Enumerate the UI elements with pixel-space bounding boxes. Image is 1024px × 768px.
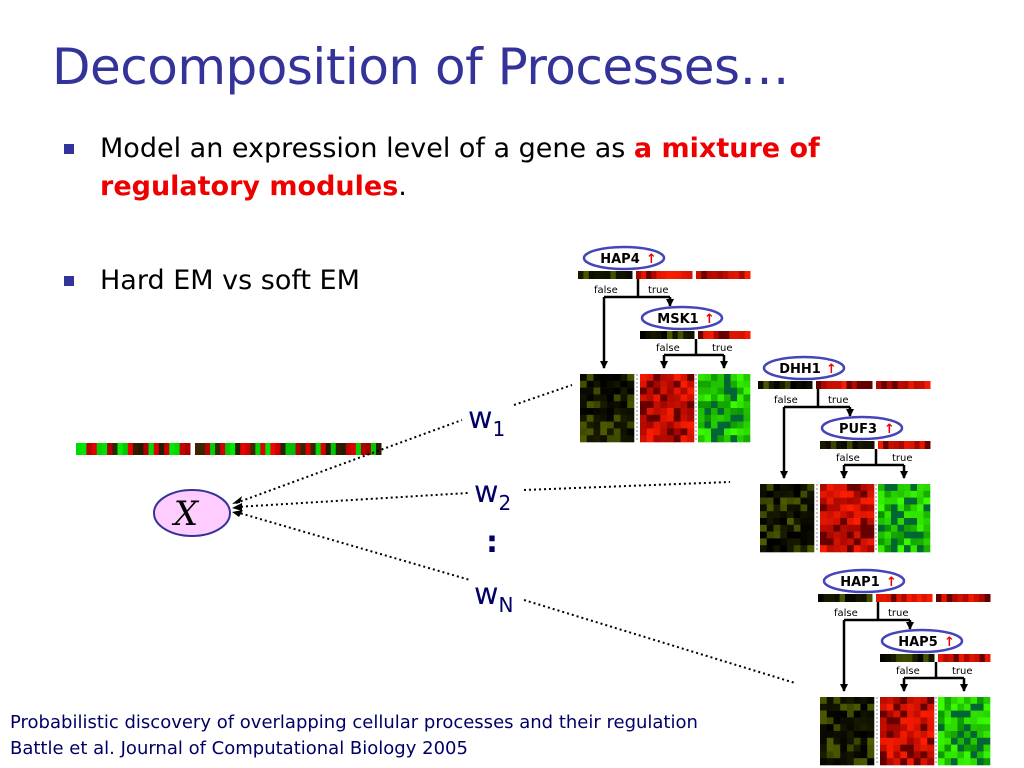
root-condition: HAP4 ↑: [582, 245, 666, 271]
up-arrow-icon: ↑: [884, 422, 895, 437]
gene-strip-left: [76, 443, 191, 455]
root-true-strip: [816, 381, 873, 389]
bullet-square-icon: [64, 276, 74, 286]
child-condition: HAP5 ↑: [880, 628, 964, 654]
root-false-label: false: [594, 285, 618, 296]
svg-text:HAP5: HAP5: [898, 635, 938, 650]
heatmap-child-false: [820, 484, 875, 553]
root-true-strip-2: [876, 381, 931, 389]
child-true-label: true: [892, 453, 913, 464]
root-true-strip: [876, 594, 933, 602]
child-true-strip: [878, 441, 931, 449]
x-node: X: [153, 489, 231, 537]
child-false-strip: [640, 331, 695, 339]
child-true-strip: [698, 331, 751, 339]
up-arrow-icon: ↑: [646, 252, 657, 267]
gene-expression-strip: [76, 443, 382, 455]
svg-text:HAP4: HAP4: [600, 252, 640, 267]
weight2-label: w2: [474, 475, 511, 515]
citation: Probabilistic discovery of overlapping c…: [10, 710, 698, 762]
root-true-label: true: [888, 608, 909, 619]
root-true-strip-2: [936, 594, 991, 602]
child-false-label: false: [896, 666, 920, 677]
root-false-strip: [758, 381, 813, 389]
root-false-label: false: [774, 395, 798, 406]
root-true-label: true: [828, 395, 849, 406]
svg-text:PUF3: PUF3: [839, 422, 877, 437]
weight1-label: w1: [468, 401, 505, 441]
heatmap-child-false: [880, 697, 935, 766]
bullet-item-em: Hard EM vs soft EM: [62, 262, 962, 300]
up-arrow-icon: ↑: [826, 362, 837, 377]
svg-text:HAP1: HAP1: [840, 575, 880, 590]
mixture-lines: [235, 384, 796, 684]
root-condition: HAP1 ↑: [822, 568, 906, 594]
weightN-line: [235, 511, 471, 581]
heatmap-child-true: [878, 484, 931, 553]
heatmap-child-true: [698, 374, 751, 443]
heatmap-false: [580, 374, 635, 443]
child-false-strip: [880, 654, 935, 662]
bullet-list: Model an expression level of a gene as a…: [62, 130, 962, 300]
child-false-label: false: [836, 453, 860, 464]
root-true-strip: [636, 271, 693, 279]
child-true-strip: [938, 654, 991, 662]
root-false-strip: [818, 594, 873, 602]
svg-text:DHH1: DHH1: [779, 362, 821, 377]
mixture-arrowheads: [232, 496, 243, 517]
weightN-label: wN: [474, 577, 514, 617]
heatmap-false: [820, 697, 875, 766]
heatmap-child-false: [640, 374, 695, 443]
heatmap-child-true: [938, 697, 991, 766]
x-node-label: X: [171, 494, 200, 534]
child-false-strip: [820, 441, 875, 449]
heatmap-false: [760, 484, 815, 553]
child-true-label: true: [952, 666, 973, 677]
slide-title: Decomposition of Processes…: [52, 38, 790, 96]
root-false-strip: [578, 271, 633, 279]
up-arrow-icon: ↑: [886, 575, 897, 590]
svg-text:MSK1: MSK1: [657, 312, 698, 327]
weight1-line: [235, 419, 463, 504]
module2-line: [523, 481, 731, 491]
bullet-square-icon: [64, 144, 74, 154]
bullet1-text: Model an expression level of a gene as: [100, 133, 634, 164]
root-condition: DHH1 ↑: [762, 355, 846, 381]
citation-line-2: Battle et al. Journal of Computational B…: [10, 738, 468, 759]
child-false-label: false: [656, 343, 680, 354]
bullet1-highlight: a mixture of regulatory modules: [100, 133, 820, 202]
root-true-label: true: [648, 285, 669, 296]
up-arrow-icon: ↑: [944, 635, 955, 650]
module1-line: [513, 384, 573, 406]
module3-line: [523, 599, 796, 684]
citation-line-1: Probabilistic discovery of overlapping c…: [10, 712, 698, 733]
root-true-strip-2: [696, 271, 751, 279]
child-true-label: true: [712, 343, 733, 354]
root-false-label: false: [834, 608, 858, 619]
weight-ellipsis: :: [486, 525, 498, 560]
bullet2-text: Hard EM vs soft EM: [100, 265, 360, 296]
child-condition: MSK1 ↑: [640, 305, 724, 331]
bullet-item-mixture: Model an expression level of a gene as a…: [62, 130, 962, 206]
up-arrow-icon: ↑: [704, 312, 715, 327]
gene-strip-right: [195, 443, 382, 455]
weight2-line: [235, 492, 469, 508]
child-condition: PUF3 ↑: [820, 415, 904, 441]
weight-labels: w1 w2 : wN: [468, 401, 514, 617]
bullet1-suffix: .: [398, 171, 407, 202]
